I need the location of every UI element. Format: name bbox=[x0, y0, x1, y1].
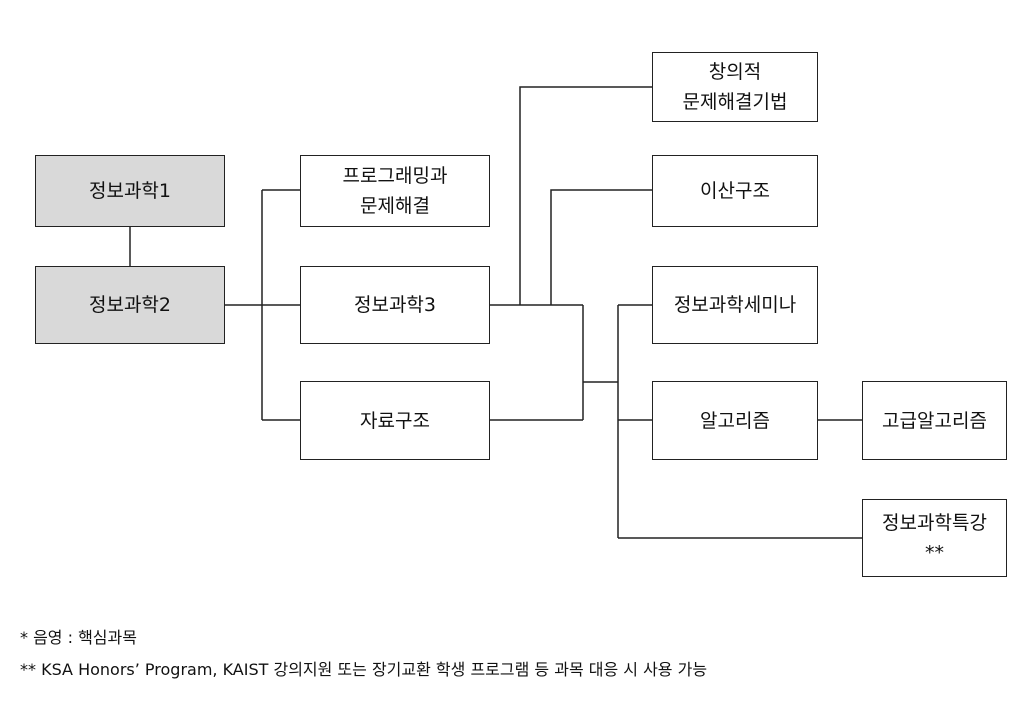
course-info-science-seminar: 정보과학세미나 bbox=[652, 266, 818, 344]
course-label-line2: 문제해결 bbox=[360, 195, 430, 217]
course-label: 정보과학2 bbox=[88, 294, 171, 316]
course-label: 정보과학세미나 bbox=[673, 294, 797, 316]
course-label-line2: ** bbox=[925, 542, 944, 564]
course-label: 알고리즘 bbox=[700, 409, 770, 432]
course-creative-problem-solving: 창의적 문제해결기법 bbox=[652, 52, 818, 122]
footnote: ** KSA Honors’ Program, KAIST 강의지원 또는 장기… bbox=[20, 660, 708, 679]
course-label: 정보과학1 bbox=[88, 180, 171, 202]
course-algorithms: 알고리즘 bbox=[652, 381, 818, 460]
course-label-line1: 창의적 bbox=[708, 61, 762, 83]
course-label: 이산구조 bbox=[700, 180, 770, 202]
course-discrete-structures: 이산구조 bbox=[652, 155, 818, 227]
course-info-science-1: 정보과학1 bbox=[35, 155, 225, 227]
course-label-line1: 프로그래밍과 bbox=[342, 165, 448, 187]
course-info-science-special-topics: 정보과학특강 ** bbox=[862, 499, 1007, 577]
link-info3-discrete bbox=[550, 189, 652, 305]
course-info-science-2: 정보과학2 bbox=[35, 266, 225, 344]
course-label-line1: 정보과학특강 bbox=[882, 512, 987, 534]
course-label: 정보과학3 bbox=[353, 294, 436, 316]
course-programming-problem-solving: 프로그래밍과 문제해결 bbox=[300, 155, 490, 227]
course-label: 자료구조 bbox=[360, 409, 430, 432]
link-info3-creative bbox=[519, 86, 652, 305]
course-label-line2: 문제해결기법 bbox=[682, 91, 788, 113]
course-info-science-3: 정보과학3 bbox=[300, 266, 490, 344]
course-label: 고급알고리즘 bbox=[882, 409, 987, 432]
course-data-structures: 자료구조 bbox=[300, 381, 490, 460]
course-advanced-algorithms: 고급알고리즘 bbox=[862, 381, 1007, 460]
legend-note: * 음영 : 핵심과목 bbox=[20, 628, 137, 647]
